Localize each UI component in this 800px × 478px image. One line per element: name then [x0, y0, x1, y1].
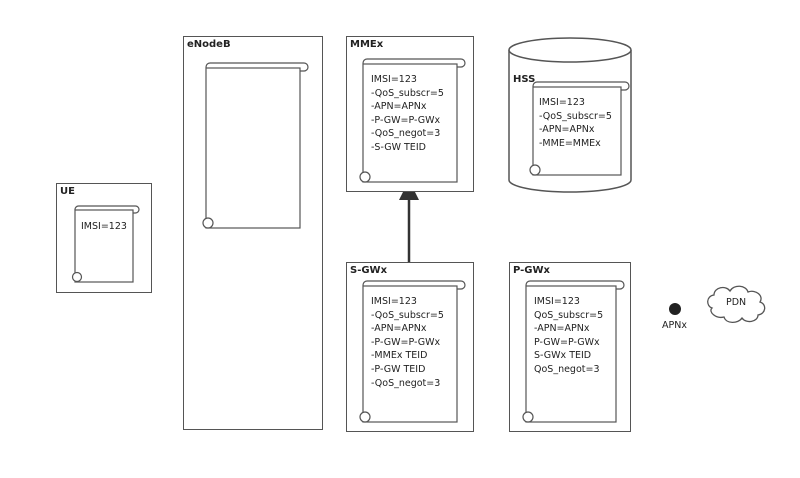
ue-node[interactable]: UE IMSI=123 — [56, 183, 152, 293]
sgw-line-0: IMSI=123 — [371, 296, 417, 307]
hss-line-3: -MME=MMEx — [539, 137, 601, 149]
mme-context-lines: IMSI=123 -QoS_subscr=5 -APN=APNx -P-GW=P… — [371, 73, 444, 155]
pgw-line-3: P-GW=P-GWx — [534, 336, 600, 348]
sgw-context-lines: IMSI=123 -QoS_subscr=5 -APN=APNx -P-GW=P… — [371, 295, 444, 390]
pgw-line-5: QoS_negot=3 — [534, 363, 600, 375]
mme-node[interactable]: MMEx IMSI=123 -QoS_subscr=5 -APN=APNx -P… — [346, 36, 474, 192]
mme-line-2: -APN=APNx — [371, 101, 427, 113]
ue-label: UE — [60, 186, 75, 197]
pdn-label: PDN — [726, 297, 747, 308]
pgw-line-1: QoS_subscr=5 — [534, 309, 604, 321]
pgw-context-scroll: IMSI=123 QoS_subscr=5 -APN=APNx P-GW=P-G… — [520, 280, 628, 427]
sgw-line-5: -P-GW TEID — [371, 363, 426, 375]
sgw-line-1: -QoS_subscr=5 — [371, 309, 444, 321]
mme-context-scroll: IMSI=123 -QoS_subscr=5 -APN=APNx -P-GW=P… — [357, 58, 469, 187]
enodeb-node[interactable]: eNodeB — [183, 36, 323, 430]
apn-dot — [669, 303, 681, 315]
hss-line-0: IMSI=123 — [539, 97, 585, 108]
mme-line-5: -S-GW TEID — [371, 141, 426, 153]
ue-line-0: IMSI=123 — [81, 221, 127, 232]
sgw-line-2: -APN=APNx — [371, 323, 427, 335]
sgw-line-3: -P-GW=P-GWx — [371, 336, 441, 348]
sgw-context-scroll: IMSI=123 -QoS_subscr=5 -APN=APNx -P-GW=P… — [357, 280, 469, 427]
pdn-cloud-icon — [707, 285, 766, 324]
sgw-node[interactable]: S-GWx IMSI=123 -QoS_subscr=5 -APN=APNx -… — [346, 262, 474, 432]
pgw-line-0: IMSI=123 — [534, 296, 580, 307]
mme-line-1: -QoS_subscr=5 — [371, 87, 444, 99]
hss-line-2: -APN=APNx — [539, 124, 595, 136]
hss-context-scroll: IMSI=123 -QoS_subscr=5 -APN=APNx -MME=MM… — [527, 81, 633, 180]
enodeb-label: eNodeB — [187, 39, 231, 50]
ue-context-scroll: IMSI=123 — [69, 205, 145, 286]
pgw-line-2: -APN=APNx — [534, 323, 590, 335]
pgw-context-lines: IMSI=123 QoS_subscr=5 -APN=APNx P-GW=P-G… — [534, 295, 603, 377]
mme-line-4: -QoS_negot=3 — [371, 128, 441, 140]
pgw-node[interactable]: P-GWx IMSI=123 QoS_subscr=5 -APN=APNx P-… — [509, 262, 631, 432]
hss-label: HSS — [513, 74, 536, 85]
ue-context-lines: IMSI=123 — [81, 220, 127, 234]
hss-line-1: -QoS_subscr=5 — [539, 110, 612, 122]
mme-line-3: -P-GW=P-GWx — [371, 114, 441, 126]
mme-label: MMEx — [350, 39, 384, 50]
pgw-line-4: S-GWx TEID — [534, 350, 592, 362]
pgw-label: P-GWx — [513, 265, 550, 276]
apn-label: APNx — [662, 320, 687, 331]
hss-context-lines: IMSI=123 -QoS_subscr=5 -APN=APNx -MME=MM… — [539, 96, 612, 150]
sgw-line-6: -QoS_negot=3 — [371, 377, 441, 389]
sgw-line-4: -MMEx TEID — [371, 350, 428, 362]
mme-line-0: IMSI=123 — [371, 74, 417, 85]
enodeb-context-scroll — [200, 62, 312, 233]
sgw-label: S-GWx — [350, 265, 388, 276]
hss-node[interactable]: HSS IMSI=123 -QoS_subscr=5 -APN=APNx -MM… — [509, 62, 631, 192]
